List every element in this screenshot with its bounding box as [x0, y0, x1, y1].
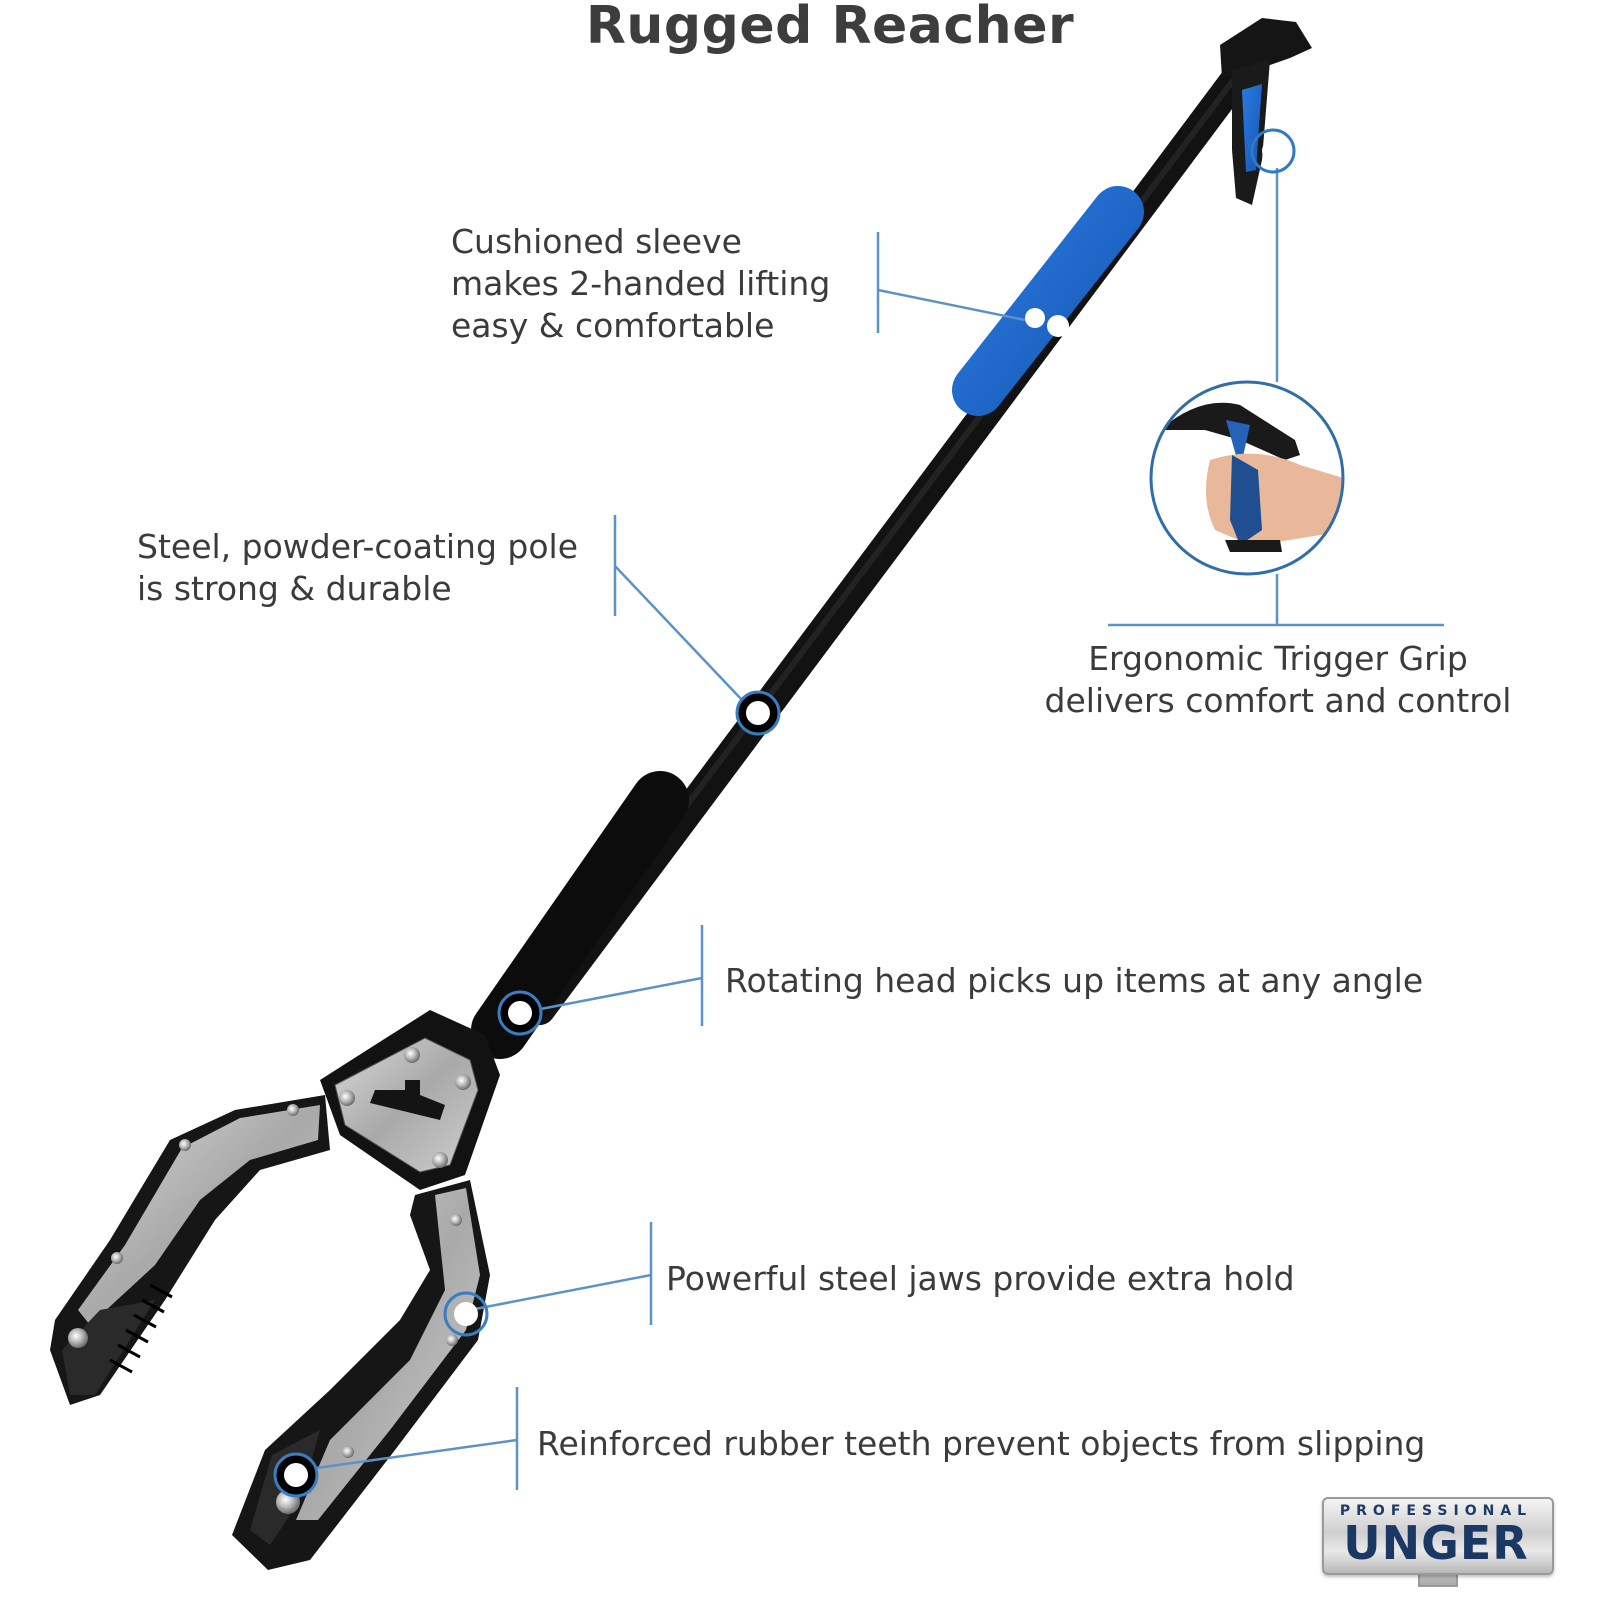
callout-steel-pole: Steel, powder-coating pole is strong & d…	[137, 526, 578, 610]
callout-cushioned-sleeve: Cushioned sleeve makes 2-handed lifting …	[451, 221, 830, 347]
marker-teeth	[273, 1452, 319, 1498]
marker-head	[497, 990, 543, 1036]
rotating-head	[320, 1010, 500, 1190]
marker-sleeve	[1047, 315, 1069, 337]
callout-line-1: Steel, powder-coating pole	[137, 527, 579, 566]
callout-rotating-head: Rotating head picks up items at any angl…	[725, 961, 1424, 1000]
logo-brand-text: UNGER	[1343, 1516, 1529, 1570]
marker-grip	[1250, 128, 1296, 174]
page-title: Rugged Reacher	[585, 0, 1075, 56]
marker-pole	[735, 690, 781, 736]
left-jaw	[50, 1095, 330, 1405]
unger-logo: PROFESSIONAL UNGER	[1322, 1497, 1554, 1587]
callout-lines	[301, 168, 1444, 1490]
callout-trigger-grip: Ergonomic Trigger Grip delivers comfort …	[1028, 638, 1528, 722]
marker-jaws	[443, 1291, 489, 1337]
callout-markers	[273, 128, 1296, 1498]
callout-rubber-teeth: Reinforced rubber teeth prevent objects …	[537, 1424, 1426, 1463]
trigger-handle	[1220, 18, 1312, 205]
callout-line-3: easy & comfortable	[451, 306, 775, 345]
callout-line-1: Ergonomic Trigger Grip	[1088, 639, 1468, 678]
callout-line-2: is strong & durable	[137, 569, 452, 608]
cushioned-sleeve	[952, 186, 1144, 416]
callout-line-2: makes 2-handed lifting	[451, 264, 831, 303]
callout-line-1: Cushioned sleeve	[451, 222, 742, 261]
callout-steel-jaws: Powerful steel jaws provide extra hold	[666, 1259, 1295, 1298]
logo-professional-text: PROFESSIONAL	[1339, 1503, 1533, 1519]
right-jaw	[232, 1180, 490, 1570]
callout-line-2: delivers comfort and control	[1044, 681, 1512, 720]
logo-badge	[1322, 1497, 1554, 1575]
grip-detail-inset	[1149, 380, 1345, 576]
